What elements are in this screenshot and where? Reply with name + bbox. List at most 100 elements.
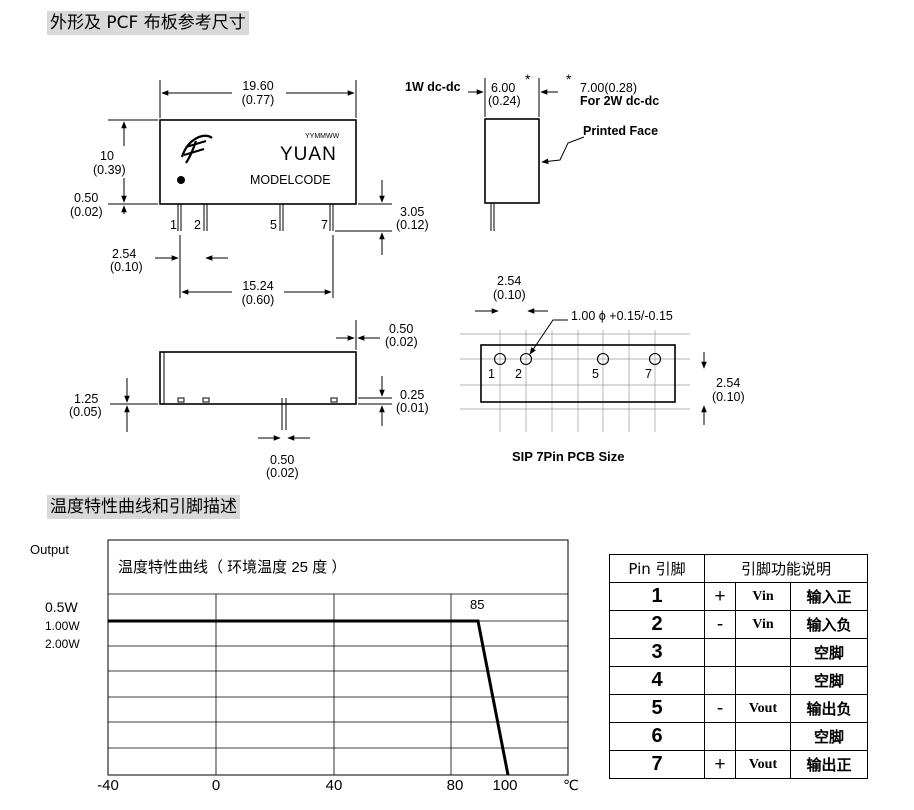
y-axis-title: Output (30, 542, 69, 557)
derating-curve (108, 619, 510, 776)
span-mm: 15.24 (242, 279, 273, 293)
pcb-pin-label: 1 (488, 367, 495, 381)
offset-in: (0.05) (69, 405, 102, 419)
section-title-dimensions: 外形及 PCF 布板参考尺寸 (47, 11, 249, 35)
pitch-mm: 2.54 (112, 247, 136, 261)
note-2w: For 2W dc-dc (580, 94, 659, 108)
hole-spec: 1.00 ϕ +0.15/-0.15 (571, 309, 673, 323)
pin-row: 6 空脚 (609, 722, 868, 751)
pin-label: 1 (170, 218, 177, 232)
pin-label: 7 (321, 218, 328, 232)
bottom-view-labels: 0.50 (0.02) 1.25 (0.05) 0.25 (0.01) 0.50… (69, 322, 429, 480)
span-in: (0.60) (242, 293, 275, 307)
side-view-labels: 1W dc-dc 6.00 * (0.24) * 7.00(0.28) For … (405, 71, 659, 138)
pcb-pin-label: 2 (515, 367, 522, 381)
section-title-derating: 温度特性曲线和引脚描述 (47, 495, 240, 519)
x-tick-label: 0 (212, 777, 220, 794)
height-mm: 10 (100, 149, 114, 163)
pcb-pitch-mm: 2.54 (497, 274, 521, 288)
x-unit: ℃ (563, 777, 579, 793)
header-pin: Pin 引脚 (609, 554, 705, 583)
pin-number: 7 (609, 750, 705, 779)
pin-label: 5 (270, 218, 277, 232)
standoff-in: (0.02) (70, 205, 103, 219)
bottom-view (110, 320, 392, 441)
pin-sign (704, 722, 736, 751)
pin-w-mm: 0.50 (270, 453, 294, 467)
pcb-pin-label: 5 (592, 367, 599, 381)
pin-number: 5 (609, 694, 705, 723)
pin-symbol (735, 666, 791, 695)
pin-w-in: (0.02) (266, 466, 299, 480)
printed-face: Printed Face (583, 124, 658, 138)
pin-number: 1 (609, 582, 705, 611)
pin-sign (704, 666, 736, 695)
pin-sign (704, 638, 736, 667)
pin-thick-in: (0.02) (385, 335, 418, 349)
gap-in: (0.01) (396, 401, 429, 415)
star-2: * (566, 71, 572, 87)
model-code: MODELCODE (250, 173, 331, 187)
pin-symbol (735, 722, 791, 751)
pin-function: 输出负 (790, 694, 868, 723)
pcb-layout (460, 308, 707, 432)
pinlen-in: (0.12) (396, 218, 429, 232)
x-tick-label: -40 (97, 777, 119, 794)
x-tick-label: 40 (326, 777, 343, 794)
pin-function: 空脚 (790, 722, 868, 751)
pin-label: 2 (194, 218, 201, 232)
pin-symbol: Vout (735, 750, 791, 779)
pcb-labels: 2.54 (0.10) 1.00 ϕ +0.15/-0.15 2.54 (0.1… (488, 274, 745, 464)
pin-function: 空脚 (790, 666, 868, 695)
star-1: * (525, 71, 531, 87)
side-view (468, 78, 585, 231)
note-1w: 1W dc-dc (405, 80, 461, 94)
pin-row: 3 空脚 (609, 638, 868, 667)
pin-symbol (735, 638, 791, 667)
pcb-pin-label: 7 (645, 367, 652, 381)
pin-symbol: Vin (735, 582, 791, 611)
marker-85: 85 (470, 597, 484, 612)
pcb-row-in: (0.10) (712, 390, 745, 404)
logo-text: YUAN (280, 144, 337, 165)
front-view (108, 80, 392, 298)
pin-symbol: Vin (735, 610, 791, 639)
pin-table-header: Pin 引脚 引脚功能说明 (609, 554, 868, 583)
pin-function: 空脚 (790, 638, 868, 667)
x-tick-label: 80 (447, 777, 464, 794)
pin-number: 6 (609, 722, 705, 751)
pin-function: 输入负 (790, 610, 868, 639)
pcb-caption: SIP 7Pin PCB Size (512, 449, 624, 464)
pin-sign: - (704, 610, 736, 639)
pin-number: 3 (609, 638, 705, 667)
pin-row: 4 空脚 (609, 666, 868, 695)
width-in: (0.77) (242, 93, 275, 107)
pcb-pitch-in: (0.10) (493, 288, 526, 302)
width-mm: 19.60 (242, 79, 273, 93)
pin-symbol: Vout (735, 694, 791, 723)
thick-1w-in: (0.24) (488, 94, 521, 108)
pin-sign: + (704, 582, 736, 611)
chart-title: 温度特性曲线（ 环境温度 25 度 ） (118, 558, 346, 576)
offset-mm: 1.25 (74, 392, 98, 406)
pin-sign: - (704, 694, 736, 723)
height-in: (0.39) (93, 163, 126, 177)
pinlen-mm: 3.05 (400, 205, 424, 219)
header-func: 引脚功能说明 (704, 554, 868, 583)
x-tick-label: 100 (492, 777, 517, 794)
pin-sign: + (704, 750, 736, 779)
legend-item: 1.00W (45, 619, 80, 633)
thick-2w: 7.00(0.28) (580, 81, 637, 95)
pin-number: 4 (609, 666, 705, 695)
pcb-row-mm: 2.54 (716, 376, 740, 390)
gap-mm: 0.25 (400, 388, 424, 402)
pin-number: 2 (609, 610, 705, 639)
legend-item: 0.5W (45, 599, 78, 615)
pin-function: 输出正 (790, 750, 868, 779)
date-code: YYMMWW (305, 133, 340, 140)
